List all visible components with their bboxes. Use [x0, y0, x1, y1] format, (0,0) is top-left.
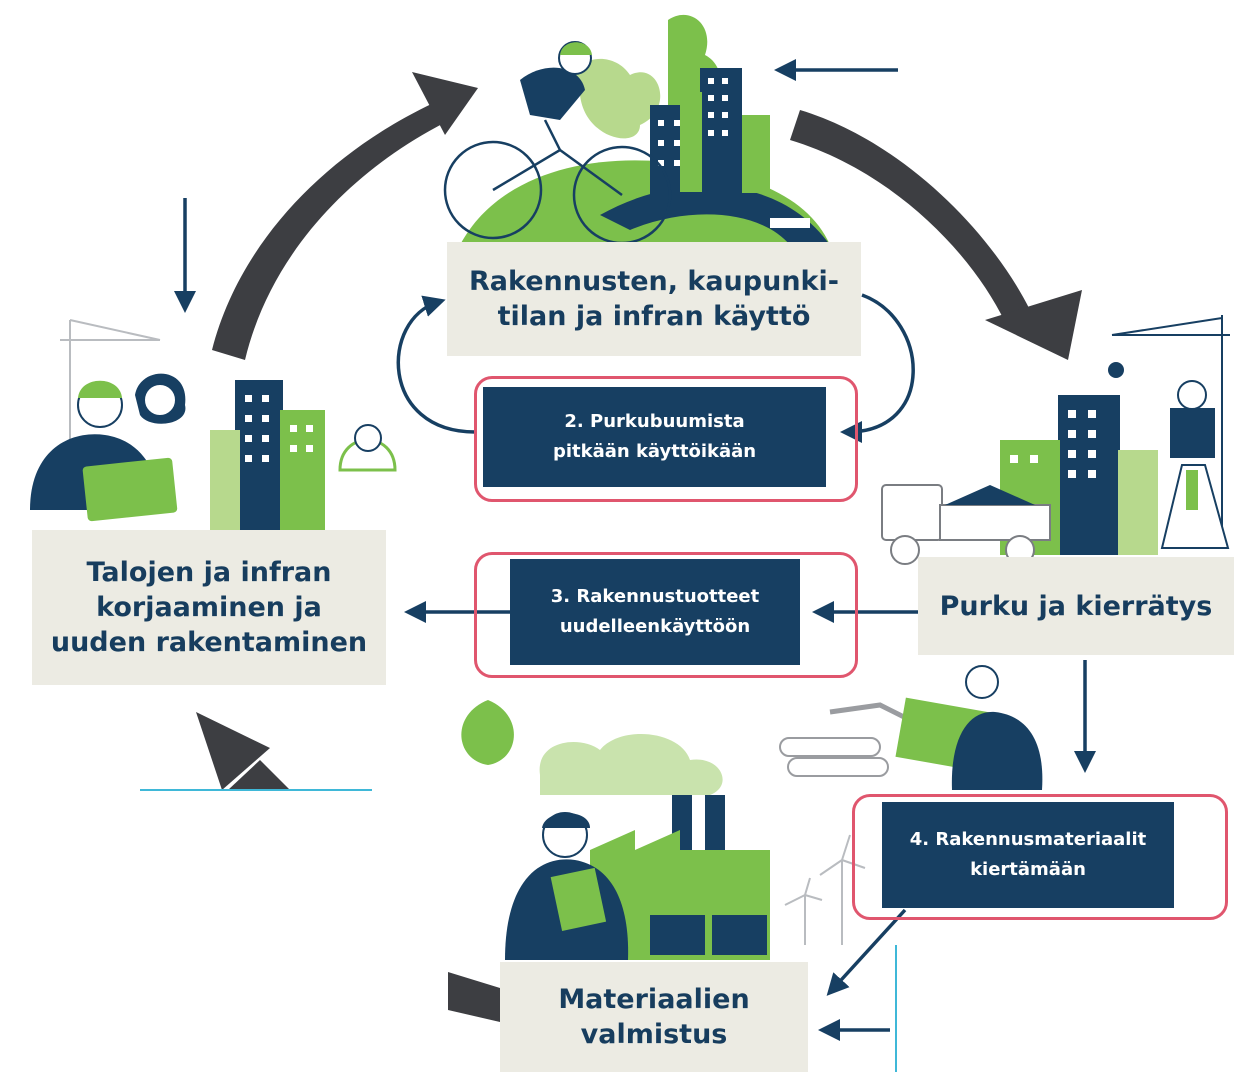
left-building-1 [235, 380, 283, 530]
big-arrow-top-left [212, 100, 450, 360]
building-windows [658, 78, 728, 166]
demolition-building-light [1118, 450, 1158, 555]
cyclist-helmet [560, 42, 592, 55]
recycling-worker-head [965, 665, 999, 699]
road-dark [600, 185, 830, 245]
step2-box: 2. Purkubuumista pitkään käyttöikään [483, 387, 826, 487]
crane-right [1111, 315, 1230, 540]
arrow-step4-to-manufacturing [826, 908, 907, 996]
recycling-worker-scene [779, 665, 1043, 790]
city-use-scene [443, 14, 830, 245]
road-stripe [770, 218, 810, 228]
recycling-worker-body [951, 711, 1043, 790]
left-building-windows [245, 395, 313, 462]
stage-manufacturing-label: Materiaalien valmistus [500, 962, 808, 1072]
big-arrow-bottom-stub [448, 972, 500, 1022]
left-building-2 [280, 410, 325, 530]
demolition-windows [1010, 410, 1096, 478]
factory-worker-cap [542, 813, 590, 828]
building-3 [680, 92, 702, 192]
highlight-step3 [474, 552, 858, 678]
truck [881, 484, 1051, 565]
big-arrow-head-top-right [985, 290, 1082, 360]
logs [779, 737, 889, 777]
stage-demolition-label: Purku ja kierrätys [918, 557, 1234, 655]
wrecking-ball [1108, 362, 1124, 378]
worker-woman-head [143, 383, 177, 417]
step4-box: 4. Rakennusmateriaalit kiertämään [882, 802, 1174, 908]
construction-scene [30, 198, 397, 530]
worker-helmet-left [78, 380, 122, 398]
demolition-worker [1160, 380, 1230, 549]
demolition-scene [881, 315, 1230, 565]
truck-load [945, 485, 1035, 505]
stage-repair-label: Talojen ja infran korjaaminen ja uuden r… [32, 530, 386, 685]
tree-light [575, 58, 661, 139]
big-arrow-head-bottom-left [196, 712, 270, 790]
tablet-left [82, 457, 178, 522]
solar-panel-2 [712, 915, 767, 955]
stage-use-label: Rakennusten, kaupunki- tilan ja infran k… [447, 242, 861, 356]
manufacturing-scene [461, 700, 866, 960]
step3-box: 3. Rakennustuotteet uudelleenkäyttöön [510, 559, 800, 665]
cyclist-body [520, 67, 585, 120]
leaf-icon [461, 700, 514, 765]
left-building-3 [210, 430, 240, 530]
big-arrow-bottom-left-stem [228, 760, 290, 790]
factory-cloud [539, 733, 723, 795]
chimney-2 [705, 795, 725, 855]
highlight-step4 [852, 794, 1228, 920]
factory-worker-clipboard [550, 867, 607, 931]
wind-turbines [784, 834, 866, 945]
solar-panel-1 [650, 915, 705, 955]
loop-arrow-right [840, 293, 915, 443]
highlight-step2 [474, 376, 858, 502]
loop-arrow-left [396, 295, 476, 434]
big-arrow-top-right [790, 110, 1030, 322]
bike-wheel-back [443, 140, 543, 240]
cycle-arrows [196, 72, 1082, 1022]
worker-right-head [354, 424, 382, 452]
building-4 [742, 115, 770, 193]
big-arrow-head-top-left [412, 72, 478, 135]
building-2 [700, 68, 742, 193]
